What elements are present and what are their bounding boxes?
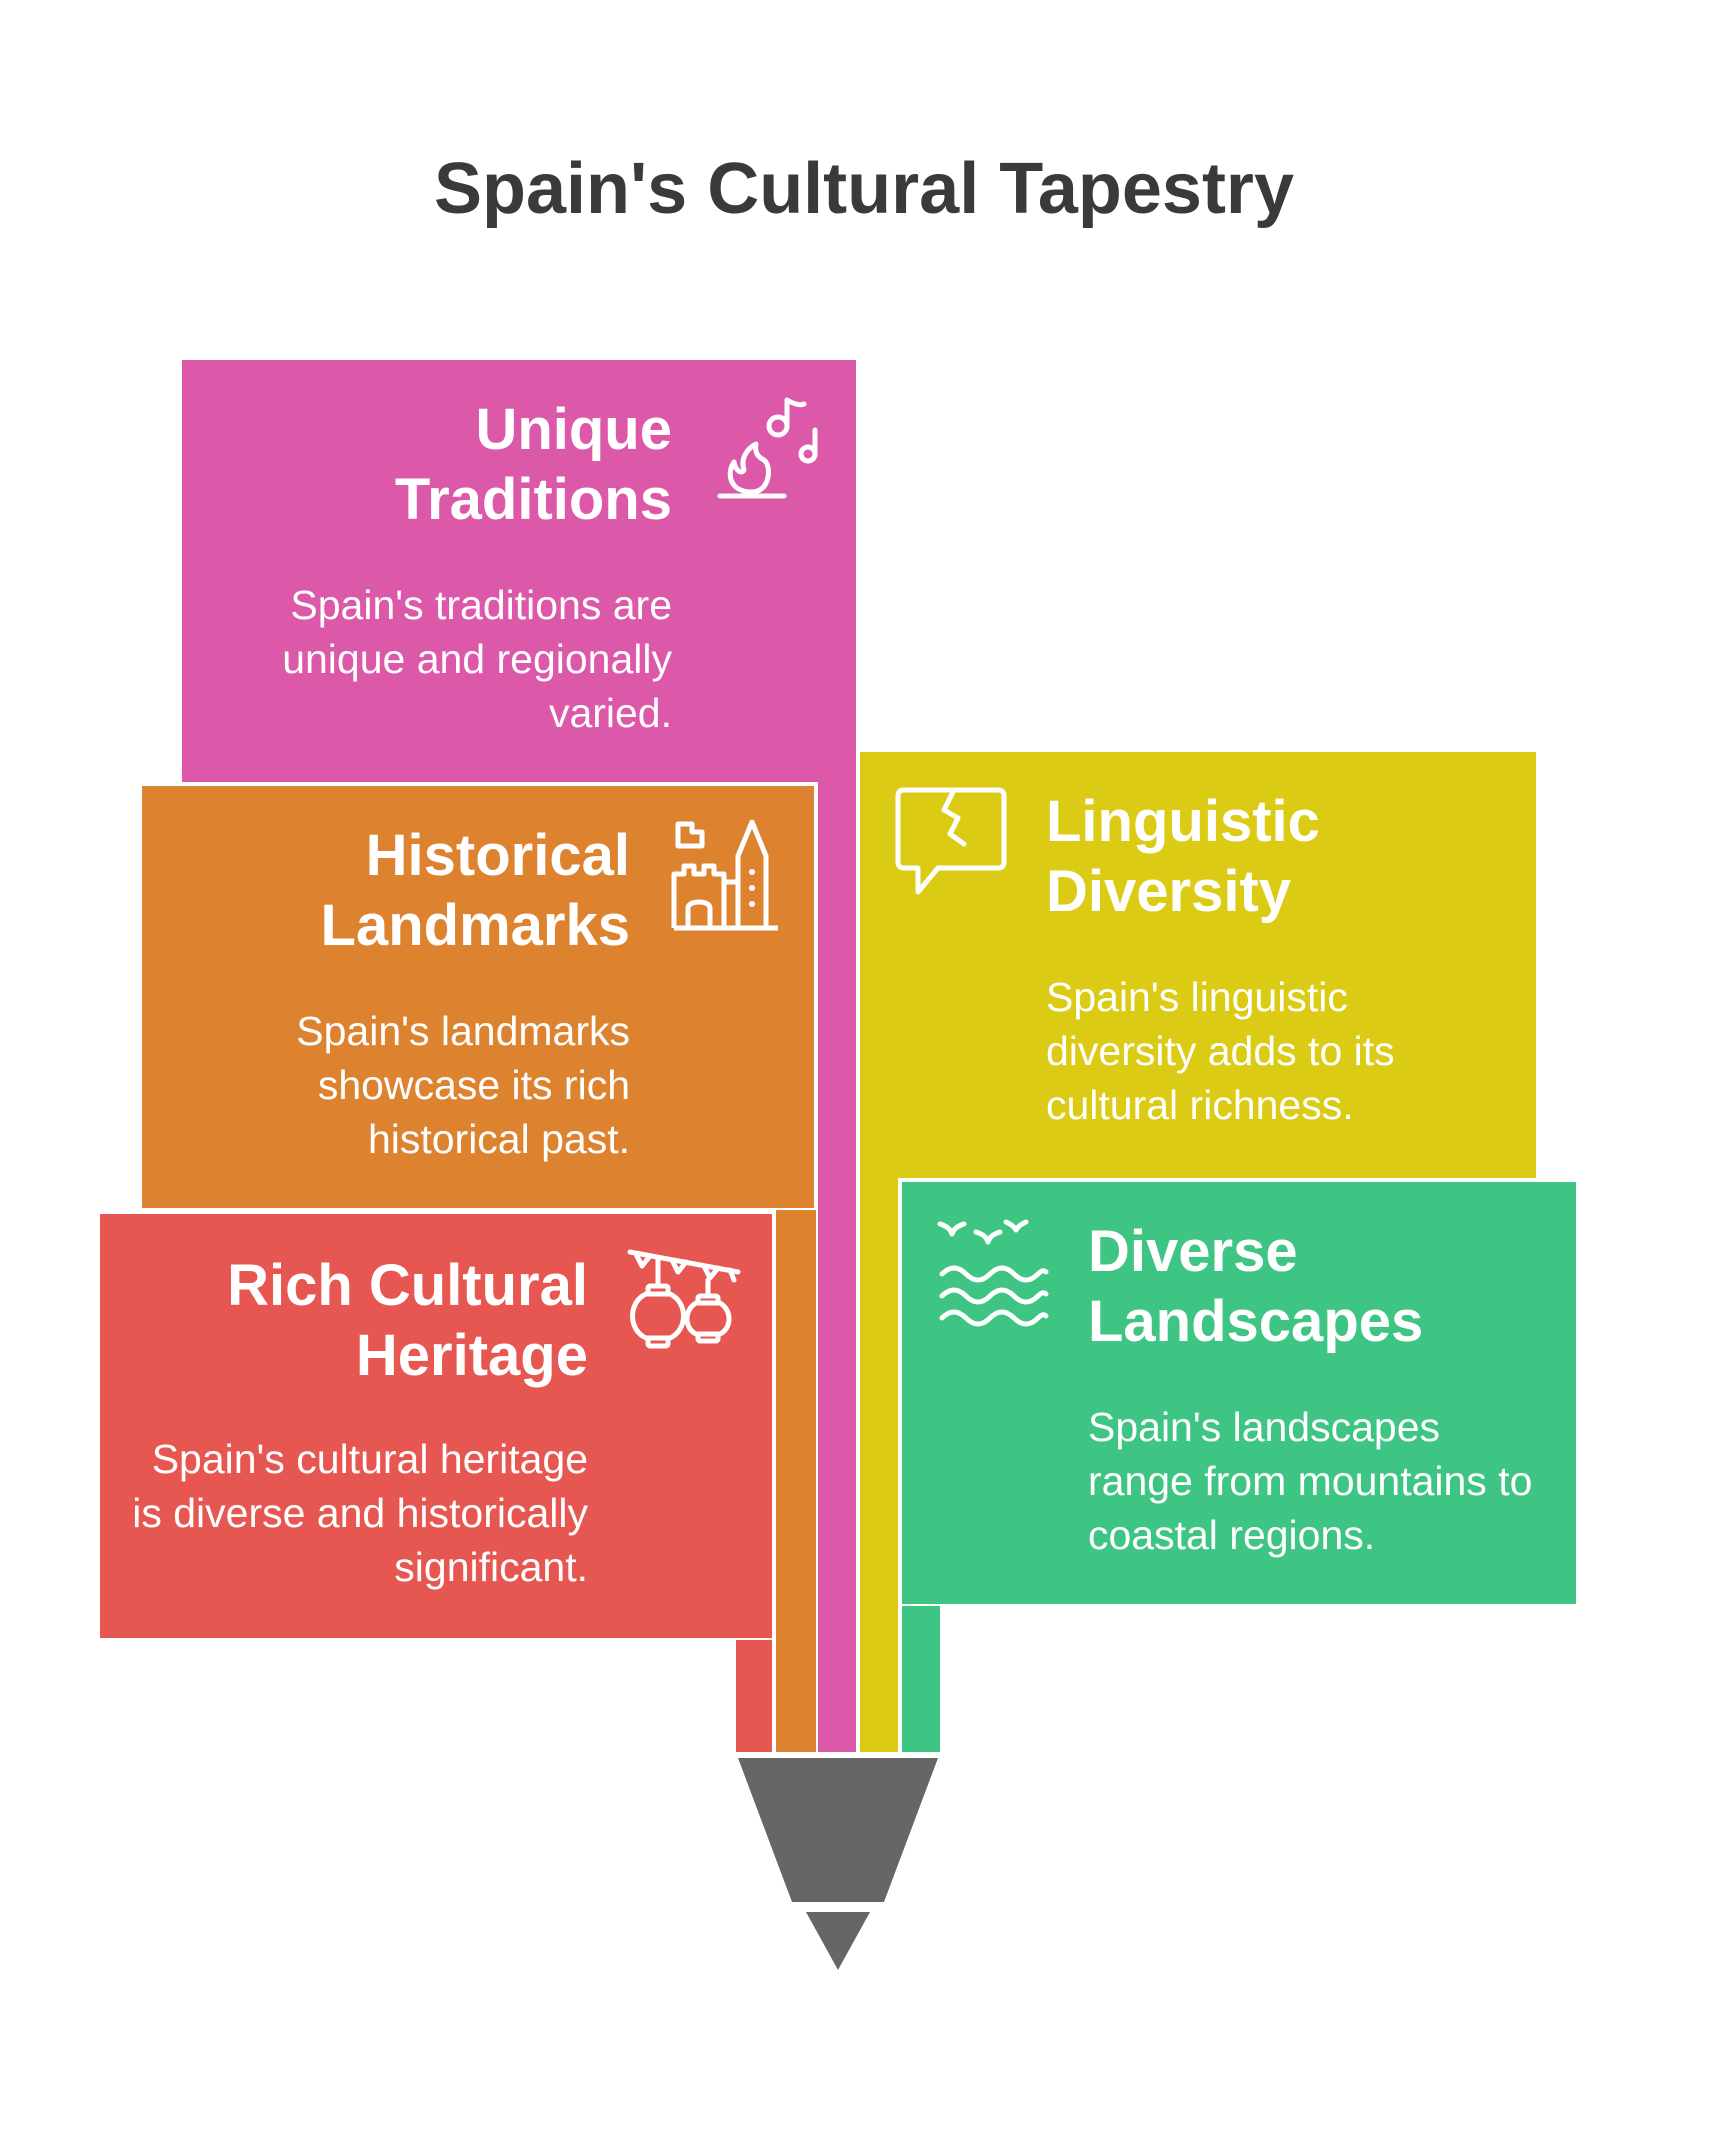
heritage-title-line2: Heritage [355,1323,588,1388]
linguistic-description: Spain's linguistic diversity adds to its… [1046,974,1395,1128]
landscapes-title-line2: Landscapes [1088,1289,1424,1354]
traditions-description: Spain's traditions are unique and region… [282,582,672,736]
page-title: Spain's Cultural Tapestry [434,149,1294,229]
castle-icon [671,819,778,931]
landmarks-description: Spain's landmarks showcase its rich hist… [296,1008,630,1162]
campfire-music-icon [717,397,818,499]
landmarks-title-line2: Landmarks [320,893,630,958]
heritage-description: Spain's cultural heritage is diverse and… [132,1436,588,1590]
linguistic-title-line2: Diversity [1046,859,1292,924]
traditions-title-line2: Traditions [394,467,672,532]
traditions-title-line1: Unique [475,397,672,462]
heritage-title-line1: Rich Cultural [227,1253,588,1318]
linguistic-title-line1: Linguistic [1046,789,1320,854]
panel-linguistic [860,752,1536,1752]
landmarks-title-line1: Historical [365,823,630,888]
panel-heritage [96,1210,776,1752]
lanterns-icon [627,1249,741,1349]
speech-bubble-icon [895,787,1007,895]
panel-traditions [182,360,856,1752]
pencil-tip [738,1758,938,1970]
landscapes-description: Spain's landscapes range from mountains … [1088,1404,1533,1558]
panel-landscapes [898,1178,1580,1752]
landscapes-title-line1: Diverse [1088,1219,1298,1284]
sea-birds-icon [937,1219,1049,1327]
panel-landmarks [138,782,818,1752]
